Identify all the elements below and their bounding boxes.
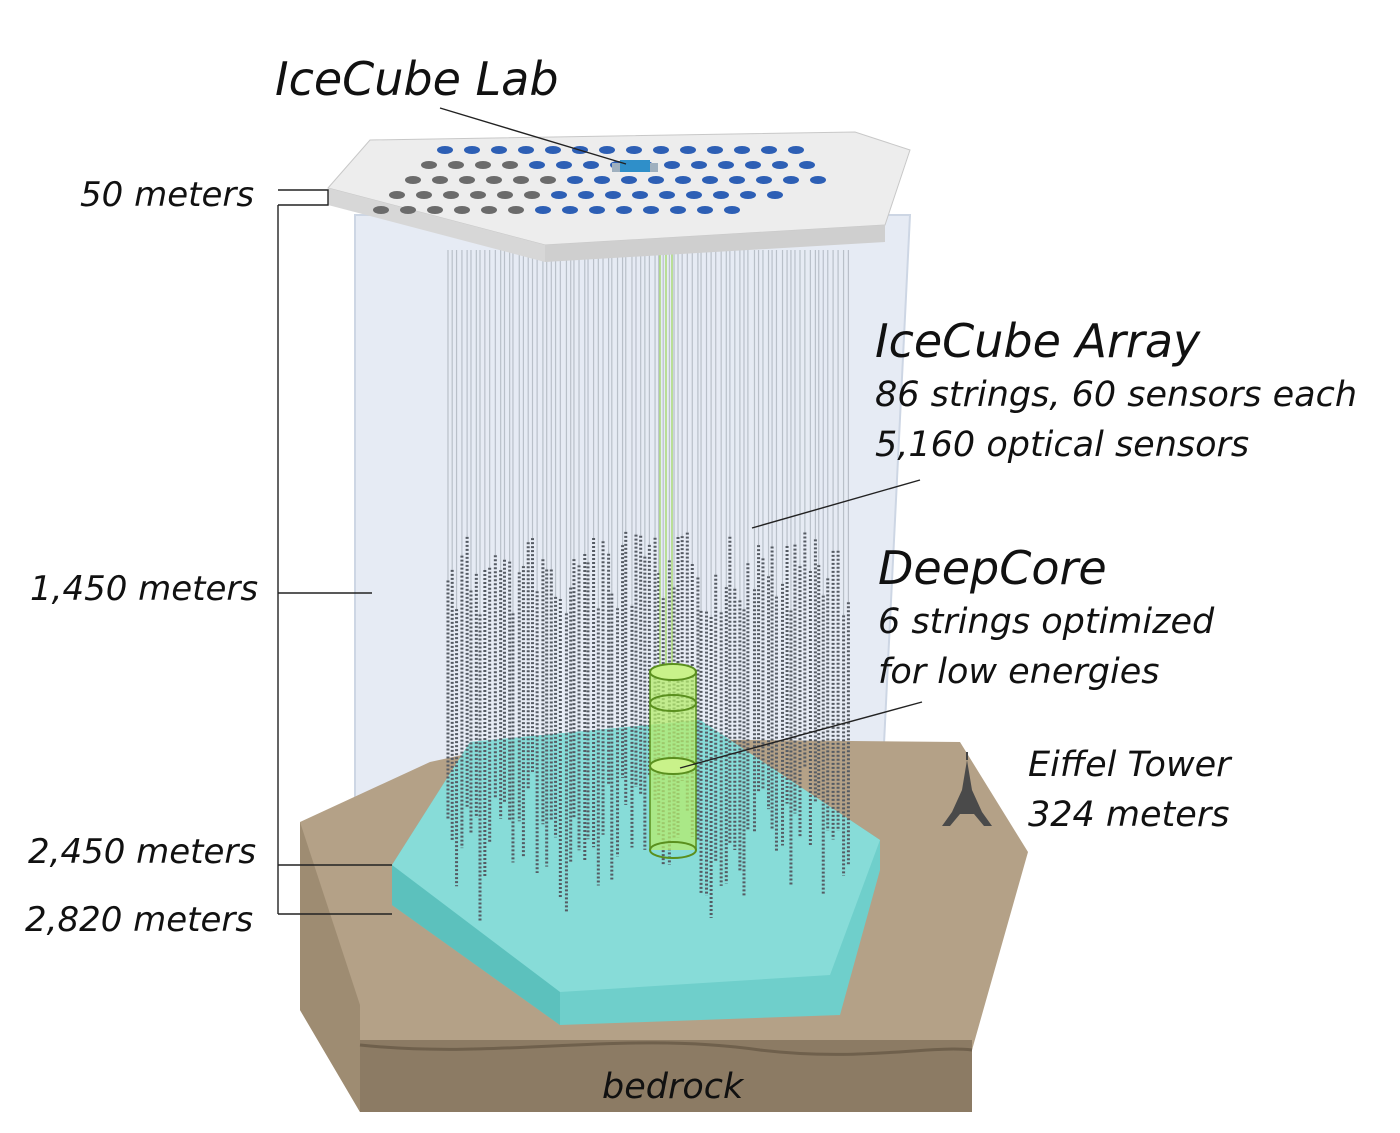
surface-hole [497, 191, 513, 199]
surface-hole [432, 176, 448, 184]
surface-hole [437, 146, 453, 154]
eiffel-tower-name: Eiffel Tower [1028, 745, 1231, 785]
surface-hole [562, 206, 578, 214]
surface-hole [481, 206, 497, 214]
surface-hole [670, 206, 686, 214]
surface-hole [605, 191, 621, 199]
surface-hole [448, 161, 464, 169]
surface-hole [691, 161, 707, 169]
surface-hole [464, 146, 480, 154]
bedrock-label: bedrock [602, 1067, 744, 1107]
surface-hole [535, 206, 551, 214]
eiffel-tower-height: 324 meters [1028, 795, 1230, 835]
depth-2450-label: 2,450 meters [28, 832, 257, 872]
icecube-lab-building [612, 160, 658, 172]
surface-hole [421, 161, 437, 169]
surface-hole [788, 146, 804, 154]
surface-hole [632, 191, 648, 199]
surface-hole [626, 146, 642, 154]
surface-hole [756, 176, 772, 184]
surface-hole [518, 146, 534, 154]
surface-hole [783, 176, 799, 184]
surface-plate [327, 131, 911, 262]
surface-holes [373, 146, 826, 214]
surface-hole [713, 191, 729, 199]
surface-hole [508, 206, 524, 214]
surface-hole [767, 191, 783, 199]
deepcore-line1: 6 strings optimized [878, 602, 1215, 642]
surface-hole [718, 161, 734, 169]
surface-hole [540, 176, 556, 184]
surface-hole [578, 191, 594, 199]
surface-hole [664, 161, 680, 169]
icecube-array-title: IceCube Array [875, 314, 1201, 368]
surface-hole [486, 176, 502, 184]
surface-hole [599, 146, 615, 154]
surface-hole [761, 146, 777, 154]
surface-hole [529, 161, 545, 169]
surface-hole [454, 206, 470, 214]
icecube-array-sensors: 5,160 optical sensors [875, 425, 1250, 465]
surface-hole [745, 161, 761, 169]
surface-hole [443, 191, 459, 199]
depth-1450-label: 1,450 meters [30, 569, 259, 609]
icecube-array-strings: 86 strings, 60 sensors each [875, 375, 1358, 415]
surface-hole [648, 176, 664, 184]
surface-hole [373, 206, 389, 214]
depth-2820-label: 2,820 meters [25, 900, 254, 940]
surface-hole [556, 161, 572, 169]
surface-hole [405, 176, 421, 184]
surface-hole [675, 176, 691, 184]
surface-hole [707, 146, 723, 154]
surface-hole [502, 161, 518, 169]
surface-hole [702, 176, 718, 184]
surface-hole [416, 191, 432, 199]
instrumented-volume [392, 720, 880, 1025]
surface-hole [643, 206, 659, 214]
surface-hole [470, 191, 486, 199]
surface-hole [427, 206, 443, 214]
surface-hole [680, 146, 696, 154]
surface-hole [621, 176, 637, 184]
surface-hole [513, 176, 529, 184]
surface-hole [524, 191, 540, 199]
surface-hole [475, 161, 491, 169]
detector-strings [446, 250, 850, 923]
surface-hole [653, 146, 669, 154]
surface-hole [400, 206, 416, 214]
surface-hole [589, 206, 605, 214]
surface-hole [616, 206, 632, 214]
icecube-lab-label: IceCube Lab [275, 52, 559, 106]
surface-hole [659, 191, 675, 199]
surface-hole [740, 191, 756, 199]
deepcore-region [649, 663, 697, 859]
surface-hole [583, 161, 599, 169]
depth-50-label: 50 meters [80, 175, 255, 215]
surface-hole [545, 146, 561, 154]
eiffel-tower-icon [942, 752, 992, 826]
deepcore-title: DeepCore [878, 541, 1107, 595]
surface-hole [389, 191, 405, 199]
surface-hole [734, 146, 750, 154]
surface-hole [594, 176, 610, 184]
surface-hole [810, 176, 826, 184]
surface-hole [567, 176, 583, 184]
surface-hole [772, 161, 788, 169]
deepcore-line2: for low energies [878, 652, 1160, 692]
surface-hole [799, 161, 815, 169]
surface-hole [697, 206, 713, 214]
surface-hole [459, 176, 475, 184]
surface-hole [491, 146, 507, 154]
surface-hole [686, 191, 702, 199]
surface-hole [551, 191, 567, 199]
leader-lines [277, 107, 923, 915]
surface-hole [729, 176, 745, 184]
surface-hole [724, 206, 740, 214]
